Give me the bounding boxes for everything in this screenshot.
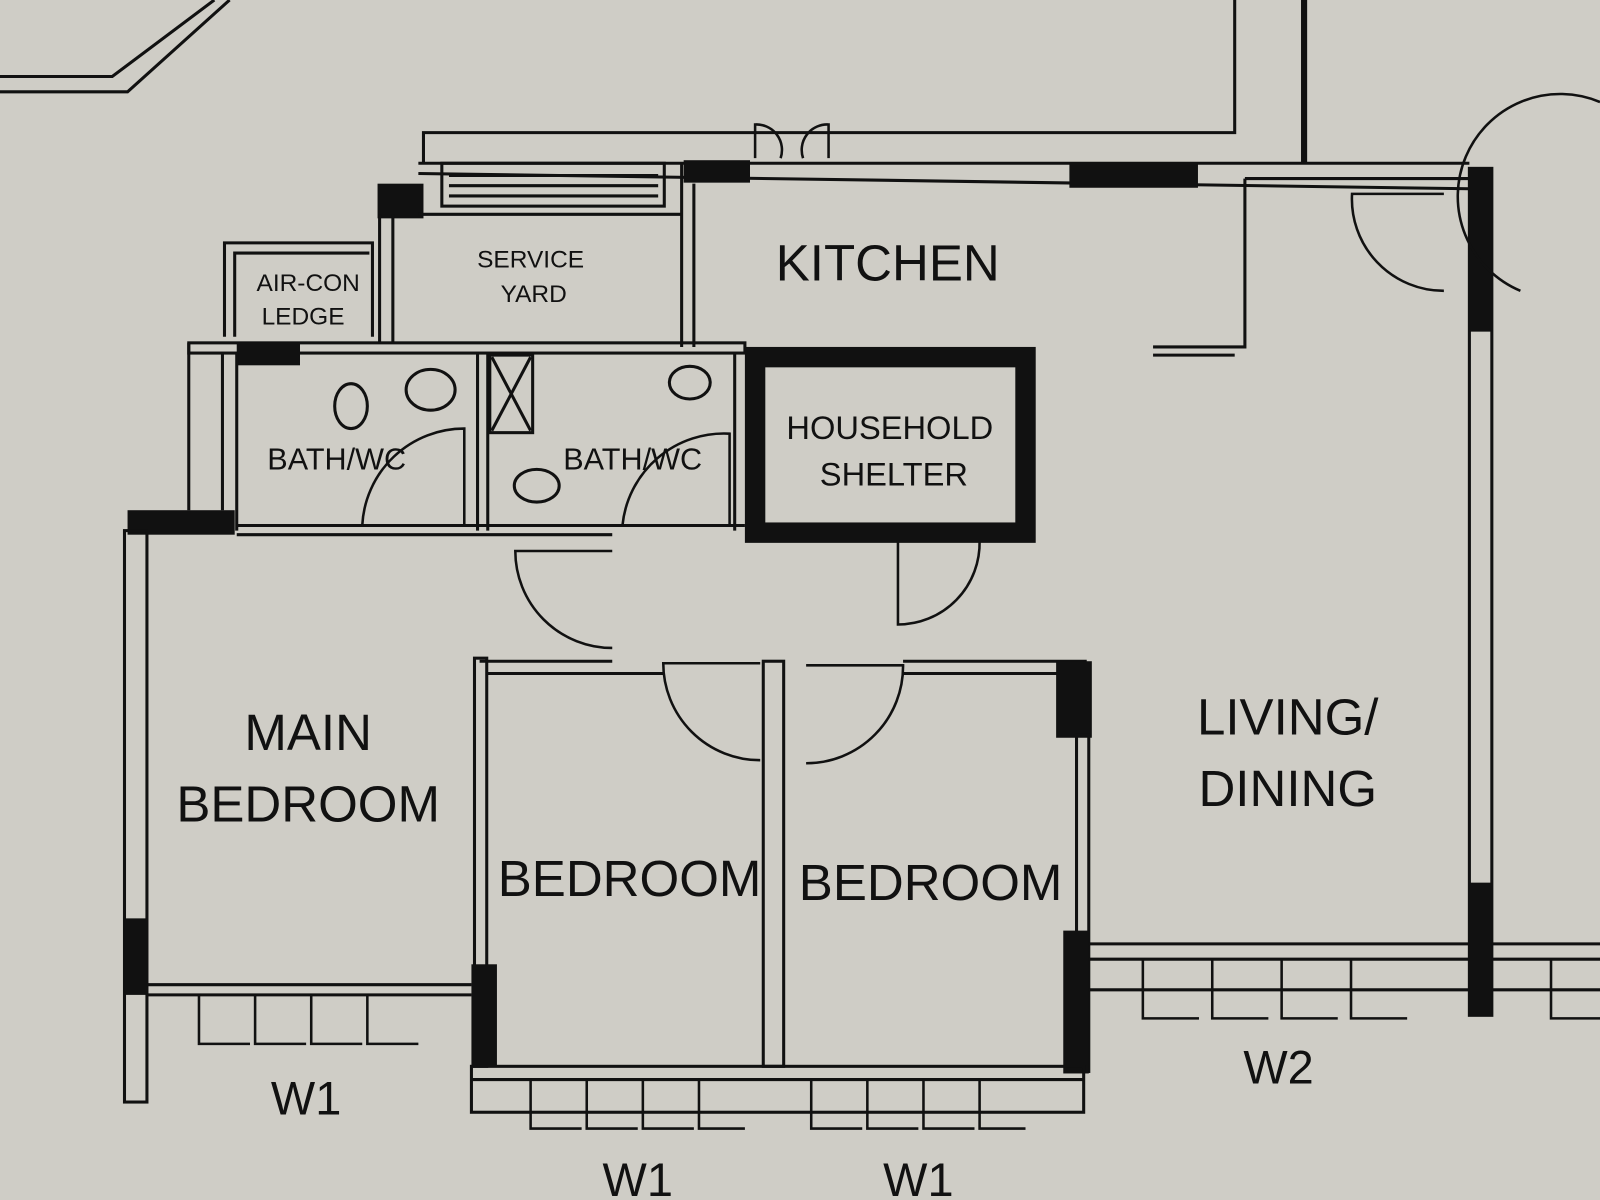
- shelter-line-1: HOUSEHOLD: [786, 409, 993, 446]
- shelter-line-2: SHELTER: [820, 456, 968, 493]
- label-bedroom-1: BEDROOM: [498, 850, 762, 907]
- window-labels: W1 W1 W1 W2: [271, 1042, 1314, 1200]
- main-bedroom-line-2: BEDROOM: [176, 775, 440, 832]
- living-line-1: LIVING/: [1197, 689, 1379, 746]
- window-label-bedroom-1: W1: [603, 1154, 673, 1200]
- label-kitchen: KITCHEN: [776, 235, 1000, 292]
- label-household-shelter: HOUSEHOLD SHELTER: [786, 409, 993, 493]
- window-sashes: [197, 959, 1600, 1130]
- label-living-dining: LIVING/DINING: [1197, 689, 1379, 817]
- label-bath-1: BATH/WC: [267, 442, 406, 476]
- aircon-line-2: LEDGE: [262, 303, 345, 330]
- walls: [0, 0, 1600, 1114]
- label-service-yard: SERVICE YARD: [477, 246, 584, 308]
- living-line-2: DINING: [1198, 760, 1377, 817]
- label-bath-2: BATH/WC: [563, 442, 702, 476]
- label-main-bedroom: MAIN BEDROOM: [176, 704, 440, 832]
- service-yard-line-2: YARD: [501, 281, 567, 308]
- main-bedroom-line-1: MAIN: [244, 704, 372, 761]
- service-yard-line-1: SERVICE: [477, 246, 584, 273]
- doors: [360, 92, 1600, 765]
- aircon-line-1: AIR-CON: [257, 270, 360, 297]
- label-bedroom-2: BEDROOM: [799, 854, 1063, 911]
- window-label-bedroom-2: W1: [883, 1154, 953, 1200]
- window-label-main-bedroom: W1: [271, 1072, 341, 1124]
- label-aircon-ledge: AIR-CON LEDGE: [257, 270, 360, 331]
- room-labels: AIR-CON LEDGE SERVICE YARD KITCHEN BATH/WC…: [176, 235, 1379, 911]
- window-label-living: W2: [1243, 1042, 1313, 1094]
